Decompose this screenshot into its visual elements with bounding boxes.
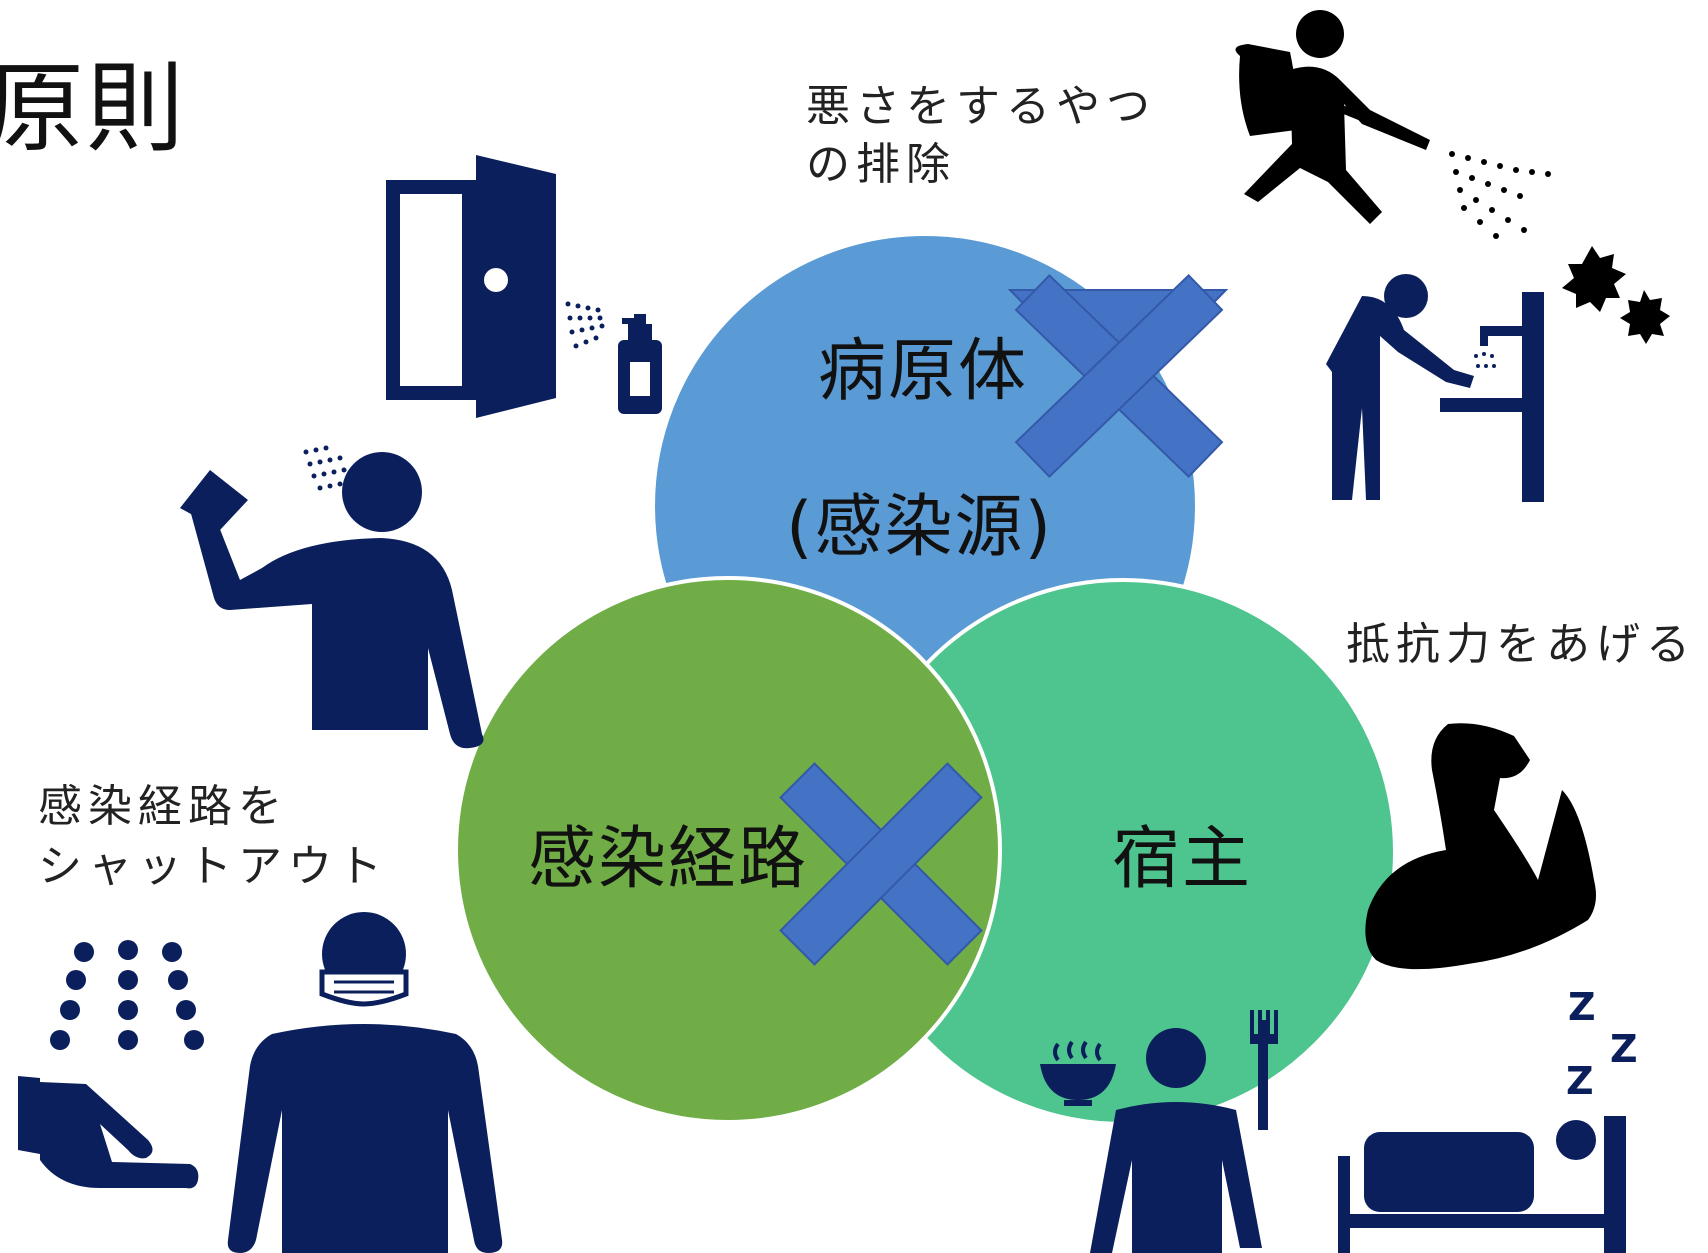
page-title: 原則 (0, 52, 187, 166)
handwash-person-icon (1326, 274, 1544, 502)
meal-person-icon (1040, 1010, 1278, 1253)
disinfect-worker-icon (1235, 10, 1551, 239)
pathogen-action-caption-line2: の排除 (806, 139, 956, 190)
flexed-arm-icon (1365, 723, 1596, 970)
route-action-caption-line1: 感染経路を (38, 781, 288, 832)
spray-bottle-icon (565, 301, 662, 414)
pathogen-action-caption-line1: 悪さをするやつ (806, 81, 1156, 132)
host-circle-label: 宿主 (1112, 820, 1253, 899)
route-action-caption-line2: シャットアウト (38, 841, 388, 892)
svg-text:Z: Z (1610, 1027, 1638, 1071)
hand-dryer-icon (18, 940, 204, 1189)
svg-text:Z: Z (1566, 1059, 1594, 1103)
pathogen-cross-mark (1007, 273, 1229, 479)
svg-text:Z: Z (1568, 985, 1596, 1029)
sleep-icon: Z Z Z (1338, 985, 1638, 1253)
pathogen-circle-label: 病原体 (818, 332, 1029, 411)
pathogen-circle-sublabel: (感染源) (786, 488, 1054, 567)
host-action-caption: 抵抗力をあげる (1346, 619, 1696, 670)
germ-icon (1562, 246, 1670, 344)
door-icon (386, 155, 556, 418)
route-circle-label: 感染経路 (528, 820, 809, 899)
route-circle (454, 576, 1002, 1124)
route-cross-mark (779, 762, 983, 966)
masked-person-icon (227, 912, 503, 1253)
throat-spray-person-icon (180, 445, 484, 749)
